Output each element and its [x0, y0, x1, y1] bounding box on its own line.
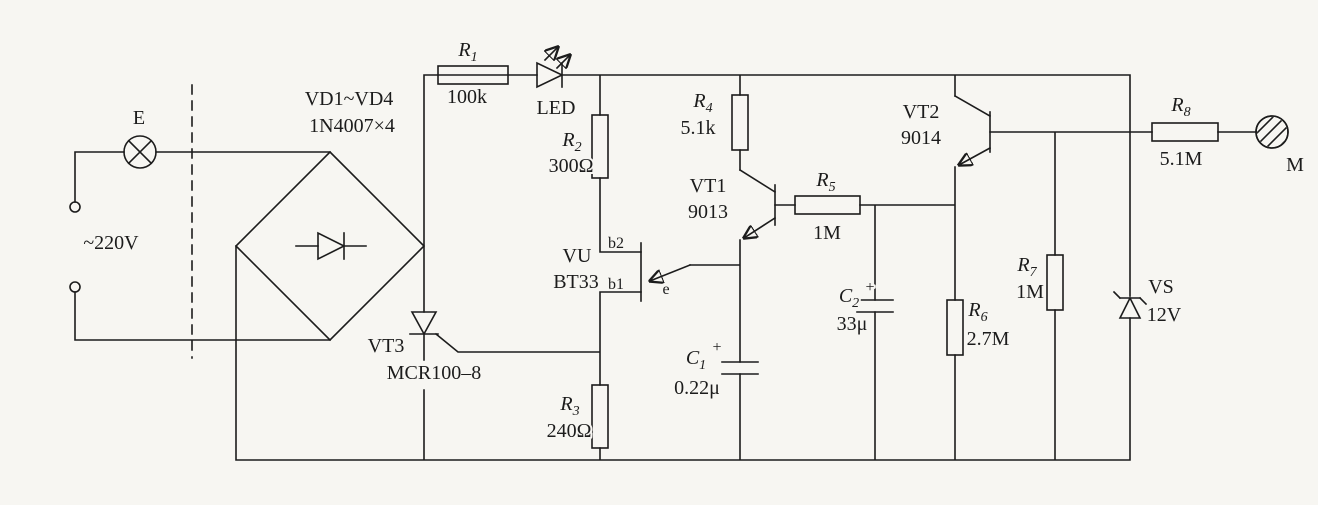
ujt-part-label: BT33: [553, 271, 599, 293]
touch-plate-symbol: [1255, 115, 1289, 149]
c2-value-label: 33μ: [837, 313, 868, 335]
r4-designator-label: R4: [692, 90, 712, 116]
scr-part-label: MCR100–8: [387, 362, 481, 384]
r1-value-label: 100k: [447, 86, 487, 108]
r8-value-label: 5.1M: [1160, 148, 1203, 170]
led-symbol: [536, 47, 570, 89]
r6-designator-label: R6: [967, 299, 987, 325]
r2-designator-label: R2: [561, 129, 581, 155]
ujt-b2-label: b2: [608, 235, 624, 252]
ujt-b1-label: b1: [608, 276, 624, 293]
ac-voltage-label: ~220V: [83, 232, 139, 254]
vt1-designator-label: VT1: [690, 175, 727, 197]
wiring: [74, 74, 1257, 461]
scr-symbol: [409, 311, 439, 336]
ujt-symbol: [640, 242, 692, 302]
vs-designator-label: VS: [1148, 276, 1174, 298]
resistor-r8: [1151, 122, 1219, 142]
c1-value-label: 0.22μ: [674, 377, 720, 399]
ujt-e-label: e: [662, 281, 669, 298]
zener-vs-symbol: [1112, 290, 1148, 319]
touch-plate-label: M: [1286, 154, 1304, 176]
bridge-designator-label: VD1~VD4: [305, 88, 394, 110]
led-label: LED: [537, 97, 576, 119]
vt2-designator-label: VT2: [903, 101, 940, 123]
r5-designator-label: R5: [815, 169, 835, 195]
capacitor-c2-symbol: [856, 299, 894, 313]
resistor-r6: [946, 299, 964, 356]
r3-value-label: 240Ω: [547, 420, 592, 442]
r1-designator-label: R1: [457, 39, 477, 65]
vt1-part-label: 9013: [688, 201, 728, 223]
r7-value-label: 1M: [1016, 281, 1044, 303]
ac-terminal-bottom: [69, 281, 81, 293]
ujt-designator-label: VU: [563, 245, 592, 267]
lamp-symbol: [123, 135, 157, 169]
bridge-rectifier-symbol: [234, 150, 426, 342]
resistor-r1: [437, 65, 509, 85]
lamp-label: E: [133, 107, 145, 129]
c2-designator-label: C2: [839, 285, 859, 311]
resistor-r3: [591, 384, 609, 449]
vs-value-label: 12V: [1147, 304, 1182, 326]
r7-designator-label: R7: [1016, 254, 1037, 280]
vt2-part-label: 9014: [901, 127, 941, 149]
resistor-r5: [794, 195, 861, 215]
c1-designator-label: C1: [686, 347, 706, 373]
r4-value-label: 5.1k: [681, 117, 716, 139]
r8-designator-label: R8: [1170, 94, 1190, 120]
resistor-r7: [1046, 254, 1064, 311]
r3-designator-label: R3: [559, 393, 579, 419]
scr-designator-label: VT3: [368, 335, 405, 357]
bridge-part-label: 1N4007×4: [309, 115, 395, 137]
resistor-r4: [731, 94, 749, 151]
transistor-vt2-symbol: [953, 94, 992, 165]
resistor-r2: [591, 114, 609, 179]
transistor-vt1-symbol: [738, 168, 777, 238]
c1-polarity-label: +: [712, 339, 721, 356]
capacitor-c1-symbol: [721, 361, 759, 375]
r5-value-label: 1M: [813, 222, 841, 244]
c2-polarity-label: +: [865, 279, 874, 296]
ac-terminal-top: [69, 201, 81, 213]
r6-value-label: 2.7M: [967, 328, 1010, 350]
r2-value-label: 300Ω: [549, 155, 594, 177]
